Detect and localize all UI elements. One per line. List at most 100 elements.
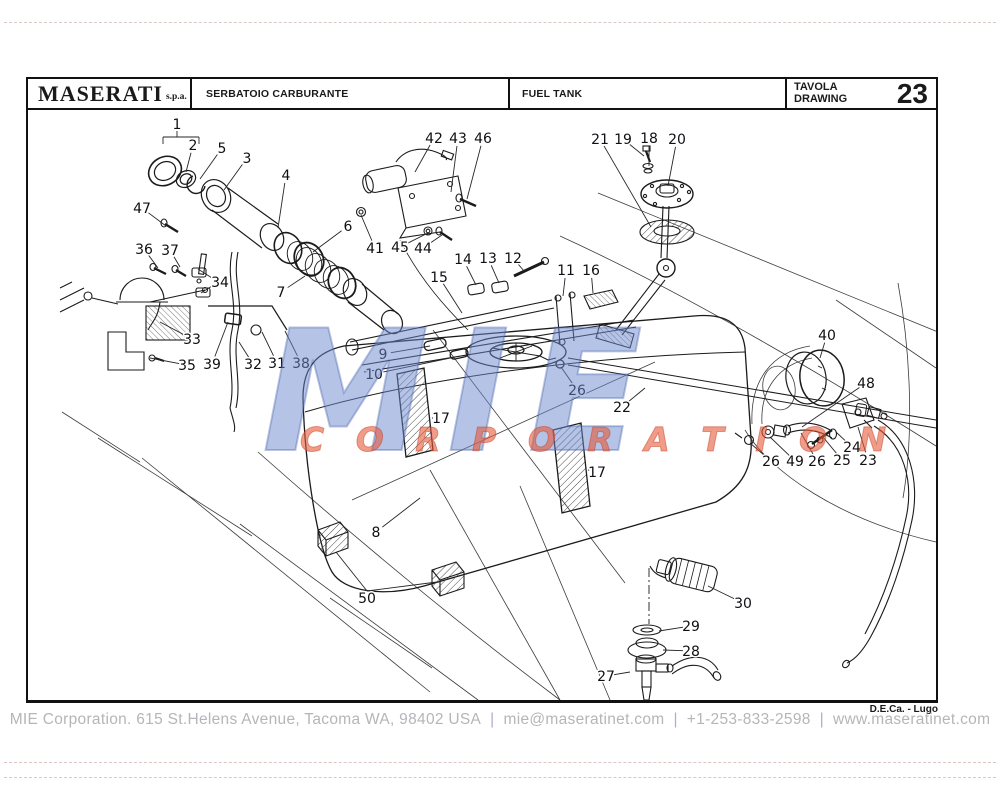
callout-label: 34 [211,275,229,291]
callout-label: 45 [391,240,409,256]
callout-leader [214,321,229,357]
callout-label: 25 [833,453,851,469]
callout-label: 10 [365,367,383,383]
callout-label: 35 [178,358,196,374]
callout-label: 15 [430,270,448,286]
callout-label: 19 [614,132,632,148]
callout-leader [414,144,431,173]
brand-logo: MASERATI [38,80,163,106]
callout-leader [450,145,458,193]
callout-leader [159,321,186,336]
cut-mark-bottom-1 [4,762,996,763]
drawing-frame [26,77,938,703]
callout-leader [613,671,631,676]
tavola-label-italian: TAVOLA [794,81,838,93]
callout-leader [627,387,646,403]
callout-leader [749,442,766,457]
callout-label: 41 [366,241,384,257]
callout-leader [381,356,456,373]
callout-label: 30 [734,596,752,612]
callout-label: 3 [243,151,252,167]
drawing-credit: D.E.Ca. - Lugo [869,704,938,715]
callout-label: 26 [808,454,826,470]
footer-email: mie@maseratinet.com [503,711,665,728]
callout-leader [517,263,525,272]
callout-label: 17 [588,465,606,481]
tavola-label-english: DRAWING [794,92,848,105]
callout-label: 42 [425,131,443,147]
callout-label: 9 [379,347,388,363]
tavola-labels: TAVOLA DRAWING [794,81,848,105]
callout-leader [429,234,443,244]
callout-leader [442,283,463,314]
callout-leader [835,431,847,442]
fuel-tank-body [302,314,752,624]
callout-leader [149,357,180,364]
callout-leader [382,497,421,528]
footer-website: www.maseratinet.com [833,711,991,728]
callout-leader [173,256,181,268]
callout-label: 24 [843,440,861,456]
callout-leader [707,585,737,600]
callout-label: 1 [173,117,182,133]
foam-pads [317,521,465,597]
callout-label: 4 [282,168,291,184]
callout-leader [199,154,218,180]
callout-label: 17 [432,411,450,427]
callout-leader [277,182,286,229]
callout-leader [769,436,790,456]
footer-separator: | [490,711,495,728]
callout-label: 46 [474,131,492,147]
callout-leader [857,426,867,453]
callout-leader [312,230,342,253]
footer-separator: | [819,711,824,728]
callout-leader [628,143,645,157]
callout-leader [466,265,477,286]
drawing-title-english: FUEL TANK [522,87,583,100]
callout-label: 11 [557,263,575,279]
callout-label: 32 [244,357,262,373]
callout-label: 20 [668,132,686,148]
callout-label: 21 [591,132,609,148]
title-block: MASERATI s.p.a. SERBATOIO CARBURANTE FUE… [26,77,938,110]
callout-leader [591,277,594,294]
callout-label: 38 [292,356,310,372]
callout-leader [390,345,431,354]
callout-leader [287,275,306,288]
callout-leader [490,265,500,284]
cut-mark-top [4,22,996,23]
callout-leader [360,214,373,241]
drain-assembly [627,557,722,701]
vent-hose [208,251,288,433]
callout-label: 22 [613,400,631,416]
callout-label: 29 [682,619,700,635]
callout-leader [658,626,684,632]
brand-suffix: s.p.a. [165,91,187,102]
callout-bracket [200,285,213,294]
brand-cell: MASERATI s.p.a. [28,79,192,108]
callout-label: 43 [449,131,467,147]
callout-label: 39 [203,357,221,373]
callout-leader [148,255,159,269]
callout-bracket [366,581,438,592]
footer-address: MIE Corporation. 615 St.Helens Avenue, T… [9,711,482,728]
callout-label: 44 [414,241,432,257]
callout-label: 48 [857,376,875,392]
fuel-pump-assembly [355,148,477,241]
callout-leader [261,331,274,356]
callout-label: 16 [582,263,600,279]
callout-leader [284,330,298,357]
callout-leader [800,432,814,455]
callout-leader [603,145,652,228]
callout-label: 14 [454,252,472,268]
callout-leader [560,366,573,384]
cut-mark-bottom-2 [4,777,996,778]
callout-leader [466,145,482,200]
callout-label: 26 [762,454,780,470]
callout-label: 50 [358,591,376,607]
callout-leader [801,387,860,428]
callout-label: 2 [189,138,198,154]
